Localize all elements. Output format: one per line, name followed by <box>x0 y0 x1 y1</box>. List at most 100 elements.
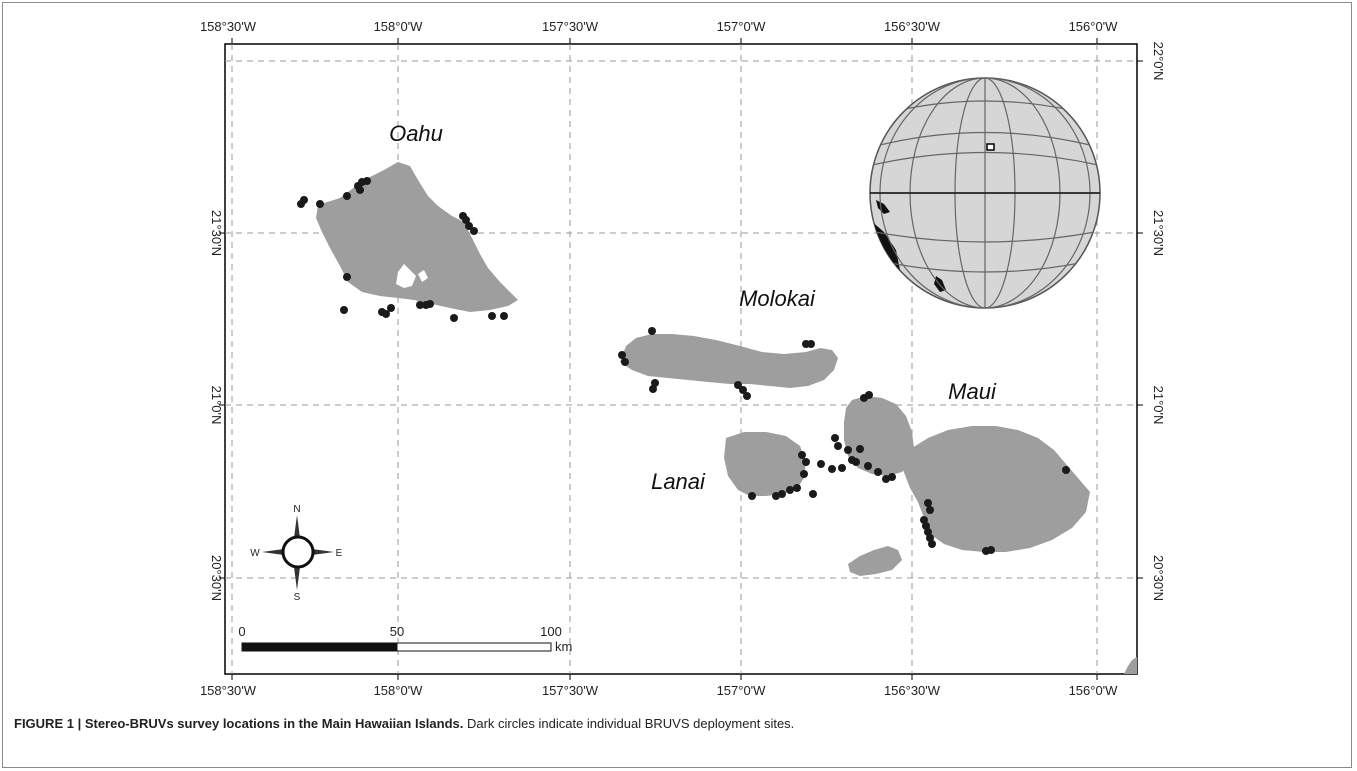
oahu-label: Oahu <box>389 121 443 146</box>
lanai-label: Lanai <box>651 469 706 494</box>
deployment-site <box>926 506 934 514</box>
deployment-site <box>865 391 873 399</box>
deployment-site <box>739 386 747 394</box>
figure-caption: FIGURE 1 | Stereo-BRUVs survey locations… <box>14 716 1334 731</box>
right-lat-label: 20°30'N <box>1151 555 1166 601</box>
deployment-site <box>743 392 751 400</box>
globe-landmass <box>876 200 890 214</box>
compass-west: W <box>250 548 260 559</box>
deployment-site <box>856 445 864 453</box>
bottom-lon-label: 158°0'W <box>374 683 424 698</box>
deployment-site <box>807 340 815 348</box>
scale-bar-light-segment <box>396 642 552 652</box>
deployment-site <box>786 486 794 494</box>
caption-title: FIGURE 1 | Stereo-BRUVs survey locations… <box>14 716 464 731</box>
tick-marks <box>219 38 1143 680</box>
deployment-site <box>864 462 872 470</box>
deployment-site <box>300 196 308 204</box>
top-lon-label: 156°30'W <box>884 19 941 34</box>
deployment-site <box>618 351 626 359</box>
pearl-harbor <box>396 264 428 288</box>
molokai-island <box>620 334 838 388</box>
bottom-lon-label: 156°30'W <box>884 683 941 698</box>
compass-east: E <box>336 548 343 559</box>
top-lon-label: 158°0'W <box>374 19 424 34</box>
right-lat-label: 21°30'N <box>1151 210 1166 256</box>
deployment-site <box>834 442 842 450</box>
deployment-site <box>838 464 846 472</box>
deployment-site <box>798 451 806 459</box>
deployment-site <box>356 186 364 194</box>
right-lat-label: 22°0'N <box>1151 42 1166 81</box>
oahu-island <box>316 162 518 312</box>
deployment-site <box>621 358 629 366</box>
deployment-site <box>426 300 434 308</box>
deployment-site <box>416 301 424 309</box>
deployment-site <box>809 490 817 498</box>
deployment-site <box>831 434 839 442</box>
left-lat-label: 21°30'N <box>209 210 224 256</box>
deployment-site <box>450 314 458 322</box>
top-lon-label: 157°30'W <box>542 19 599 34</box>
scale-label-0: 0 <box>238 624 245 639</box>
scale-unit: km <box>555 639 572 654</box>
deployment-site <box>1062 466 1070 474</box>
kahoolawe-island <box>848 546 902 576</box>
left-lat-label: 20°30'N <box>209 555 224 601</box>
deployment-site <box>488 312 496 320</box>
top-longitude-labels: 158°30'W 158°0'W 157°30'W 157°0'W 156°30… <box>200 19 1118 34</box>
scale-bar: 0 50 100 km <box>238 624 572 654</box>
deployment-site <box>340 306 348 314</box>
left-lat-label: 21°0'N <box>209 386 224 425</box>
deployment-sites <box>297 177 1070 555</box>
deployment-site <box>748 492 756 500</box>
caption-body: Dark circles indicate individual BRUVS d… <box>463 716 795 731</box>
bottom-lon-label: 157°30'W <box>542 683 599 698</box>
deployment-site <box>828 465 836 473</box>
deployment-site <box>800 470 808 478</box>
bottom-lon-label: 156°0'W <box>1069 683 1119 698</box>
right-lat-label: 21°0'N <box>1151 386 1166 425</box>
compass-north: N <box>293 504 300 515</box>
deployment-site <box>928 540 936 548</box>
scale-label-100: 100 <box>540 624 562 639</box>
deployment-site <box>734 381 742 389</box>
top-lon-label: 156°0'W <box>1069 19 1119 34</box>
deployment-site <box>793 484 801 492</box>
deployment-site <box>382 310 390 318</box>
deployment-site <box>343 273 351 281</box>
left-latitude-labels: 21°30'N 21°0'N 20°30'N <box>209 210 224 601</box>
deployment-site <box>648 327 656 335</box>
deployment-site <box>772 492 780 500</box>
deployment-site <box>343 192 351 200</box>
lanai-island <box>724 432 806 496</box>
deployment-site <box>387 304 395 312</box>
deployment-site <box>844 446 852 454</box>
deployment-site <box>500 312 508 320</box>
scale-label-50: 50 <box>390 624 404 639</box>
deployment-site <box>817 460 825 468</box>
deployment-site <box>316 200 324 208</box>
maui-east-island <box>900 426 1090 552</box>
deployment-site <box>924 499 932 507</box>
deployment-site <box>852 458 860 466</box>
deployment-site <box>802 458 810 466</box>
deployment-site <box>363 177 371 185</box>
maui-west-island <box>844 396 914 476</box>
compass-south: S <box>294 592 301 603</box>
deployment-site <box>462 216 470 224</box>
islands <box>316 162 1137 674</box>
bottom-lon-label: 157°0'W <box>717 683 767 698</box>
deployment-site <box>465 222 473 230</box>
scale-bar-dark-segment <box>241 642 398 652</box>
deployment-site <box>987 546 995 554</box>
top-lon-label: 158°30'W <box>200 19 257 34</box>
maui-label: Maui <box>948 379 997 404</box>
hawaii-island-corner <box>1124 657 1137 674</box>
deployment-site <box>888 473 896 481</box>
bottom-longitude-labels: 158°30'W 158°0'W 157°30'W 157°0'W 156°30… <box>200 683 1118 698</box>
molokai-label: Molokai <box>739 286 816 311</box>
deployment-site <box>874 468 882 476</box>
